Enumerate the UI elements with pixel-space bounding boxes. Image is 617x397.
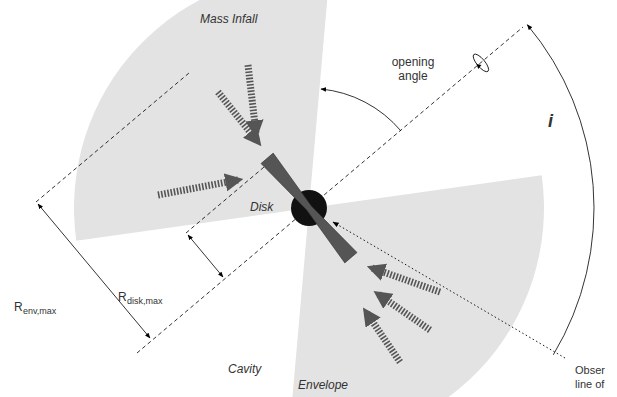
angle-arc — [321, 89, 401, 131]
dimension-line — [38, 204, 150, 338]
part-label: Disk — [250, 200, 273, 214]
rotation-symbol — [469, 52, 491, 75]
dimension-subscript: env,max — [23, 306, 56, 317]
rotation-axis — [137, 27, 523, 353]
angle-label: opening angle — [378, 55, 448, 83]
dimension-subscript: disk,max — [127, 296, 163, 307]
inclination-arc — [527, 25, 594, 355]
dimension-symbol: R — [14, 300, 23, 314]
envelope-wedge — [289, 175, 544, 397]
dimension-line — [188, 235, 223, 277]
disk-shape — [261, 153, 357, 263]
envelope-wedge — [74, 0, 329, 241]
dimension-symbol: R — [118, 290, 127, 304]
extension-line — [186, 162, 270, 233]
line-of-sight — [333, 222, 565, 358]
extension-line — [36, 73, 189, 202]
region-label: Cavity — [228, 362, 261, 376]
observer-label: line of — [575, 378, 604, 391]
observer-label: Obser — [575, 364, 605, 377]
region-label: Envelope — [298, 378, 348, 392]
region-label: Mass Infall — [200, 12, 257, 26]
infall-arrows — [158, 65, 440, 362]
angle-symbol: i — [548, 110, 553, 132]
